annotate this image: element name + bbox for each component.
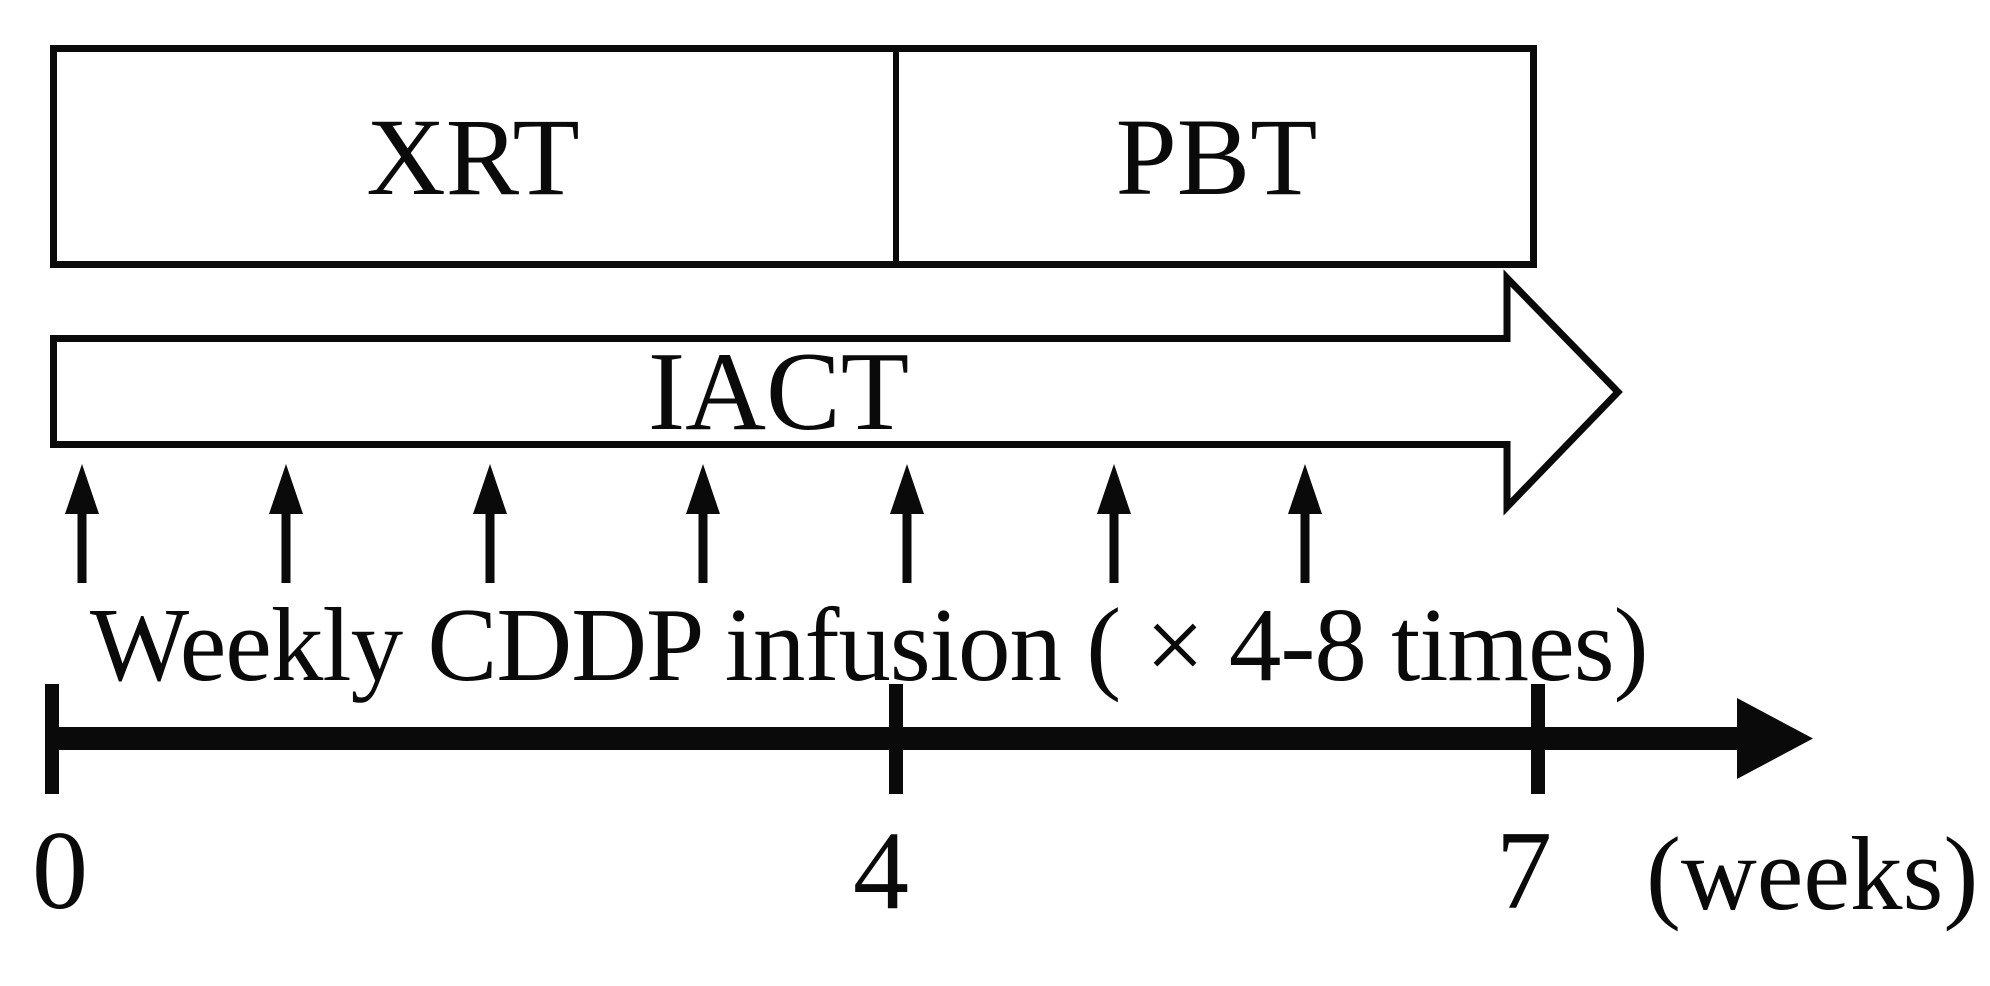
infusion-arrow-icon (269, 464, 303, 583)
infusion-arrow-icon (1288, 464, 1322, 583)
infusion-arrow-icon (65, 464, 99, 583)
pbt-phase-label: PBT (1115, 95, 1318, 218)
tick-label-week4: 4 (853, 809, 909, 933)
timeline-unit-label: (weeks) (1646, 815, 1979, 932)
timeline-tick (45, 684, 59, 794)
infusion-arrow-icon (1097, 464, 1131, 583)
iact-arrow-shape (50, 269, 1623, 516)
infusion-caption: Weekly CDDP infusion ( × 4-8 times) (90, 586, 1649, 703)
infusion-arrow-icon (473, 464, 507, 583)
infusion-arrows (65, 464, 1322, 583)
timeline-axis (45, 684, 1813, 794)
tick-label-week7: 7 (1496, 809, 1552, 933)
timeline-arrowhead-icon (1737, 698, 1813, 779)
iact-arrow-label: IACT (647, 329, 910, 454)
timeline-tick (1531, 684, 1545, 794)
timeline-tick (889, 684, 903, 794)
infusion-arrow-icon (890, 464, 924, 583)
xrt-phase-label: XRT (366, 95, 580, 218)
tick-label-week0: 0 (32, 809, 88, 933)
phase-box (50, 45, 1537, 268)
infusion-arrow-icon (686, 464, 720, 583)
